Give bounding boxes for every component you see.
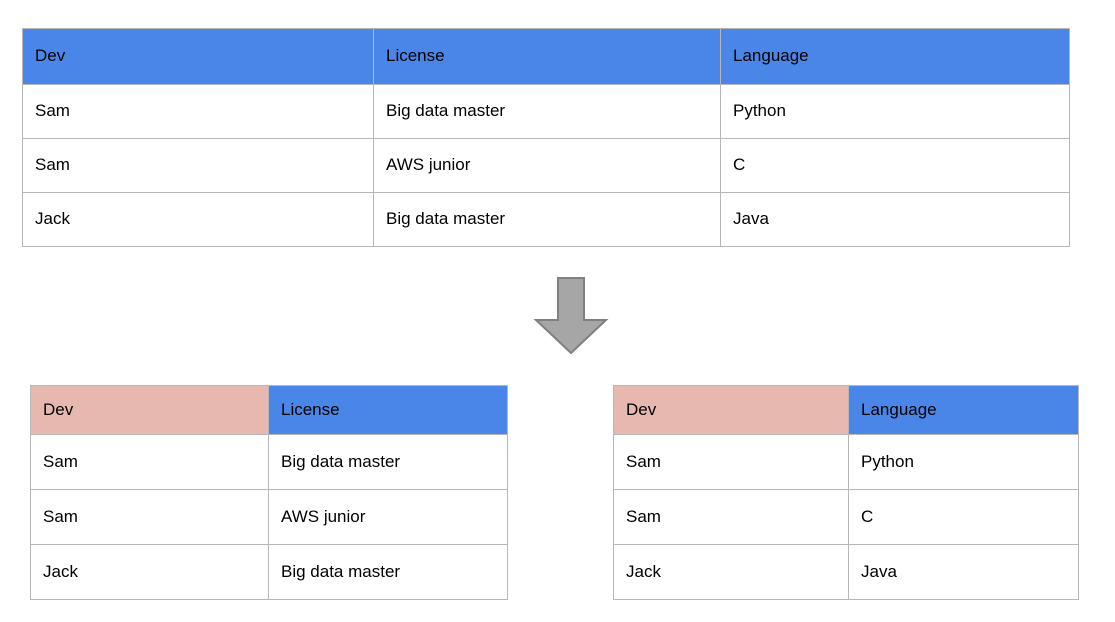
cell-dev: Sam bbox=[30, 434, 269, 490]
dev-license-table: Dev License Sam Big data master Sam AWS … bbox=[30, 385, 508, 600]
cell-dev: Sam bbox=[613, 434, 849, 490]
cell-dev: Jack bbox=[613, 544, 849, 600]
cell-language: Python bbox=[720, 84, 1070, 139]
cell-license: Big data master bbox=[373, 84, 721, 139]
cell-language: Java bbox=[720, 192, 1070, 247]
cell-language: Python bbox=[848, 434, 1079, 490]
cell-license: Big data master bbox=[373, 192, 721, 247]
column-header-license: License bbox=[268, 385, 508, 435]
table-row: Jack Big data master bbox=[30, 544, 508, 600]
dev-language-table: Dev Language Sam Python Sam C Jack Java bbox=[613, 385, 1079, 600]
table-header-row: Dev License Language bbox=[22, 28, 1070, 85]
table-row: Jack Big data master Java bbox=[22, 192, 1070, 247]
cell-dev: Sam bbox=[613, 489, 849, 545]
cell-language: C bbox=[720, 138, 1070, 193]
table-row: Sam Python bbox=[613, 434, 1079, 490]
table-row: Sam C bbox=[613, 489, 1079, 545]
column-header-dev: Dev bbox=[22, 28, 374, 85]
table-row: Sam Big data master bbox=[30, 434, 508, 490]
cell-license: Big data master bbox=[268, 434, 508, 490]
down-arrow-icon bbox=[533, 276, 609, 356]
cell-language: Java bbox=[848, 544, 1079, 600]
table-row: Sam Big data master Python bbox=[22, 84, 1070, 139]
cell-dev: Jack bbox=[30, 544, 269, 600]
table-row: Jack Java bbox=[613, 544, 1079, 600]
column-header-dev: Dev bbox=[613, 385, 849, 435]
cell-dev: Jack bbox=[22, 192, 374, 247]
cell-dev: Sam bbox=[30, 489, 269, 545]
table-row: Sam AWS junior bbox=[30, 489, 508, 545]
cell-license: Big data master bbox=[268, 544, 508, 600]
cell-language: C bbox=[848, 489, 1079, 545]
source-table: Dev License Language Sam Big data master… bbox=[22, 28, 1070, 247]
table-header-row: Dev Language bbox=[613, 385, 1079, 435]
column-header-dev: Dev bbox=[30, 385, 269, 435]
column-header-license: License bbox=[373, 28, 721, 85]
cell-dev: Sam bbox=[22, 138, 374, 193]
column-header-language: Language bbox=[848, 385, 1079, 435]
cell-dev: Sam bbox=[22, 84, 374, 139]
table-header-row: Dev License bbox=[30, 385, 508, 435]
cell-license: AWS junior bbox=[268, 489, 508, 545]
table-row: Sam AWS junior C bbox=[22, 138, 1070, 193]
cell-license: AWS junior bbox=[373, 138, 721, 193]
column-header-language: Language bbox=[720, 28, 1070, 85]
